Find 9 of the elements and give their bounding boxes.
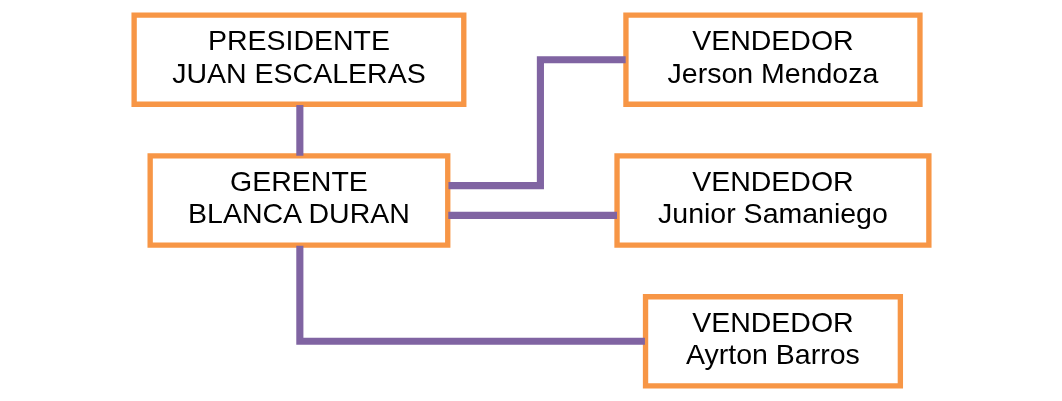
node-box: VENDEDOR Jerson Mendoza [622, 12, 923, 107]
connector [295, 245, 645, 345]
node-box: VENDEDOR Ayrton Barros [642, 294, 903, 389]
connector [295, 105, 303, 156]
node-box: VENDEDOR Junior Samaniego [613, 153, 932, 248]
node-box: PRESIDENTE JUAN ESCALERAS [130, 12, 466, 107]
connector [447, 211, 617, 219]
node-box: GERENTE BLANCA DURAN [147, 153, 450, 248]
connector [447, 56, 626, 190]
